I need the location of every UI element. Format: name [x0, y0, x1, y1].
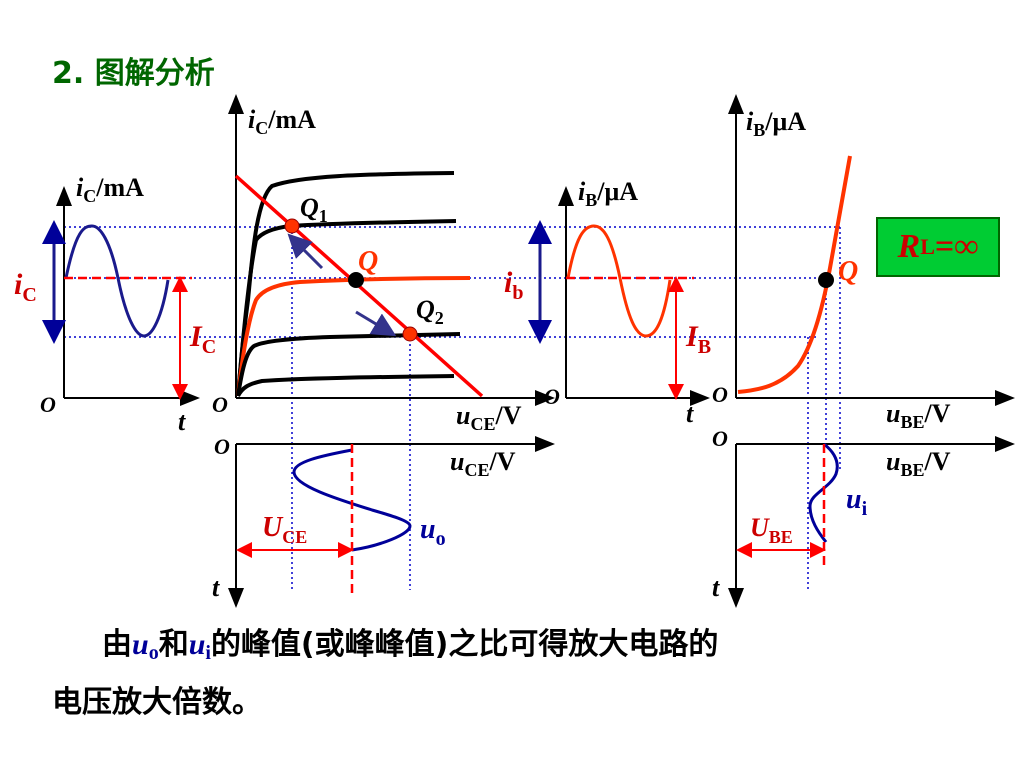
caption-text: 由uo和ui的峰值(或峰峰值)之比可得放大电路的 电压放大倍数。 — [52, 620, 952, 728]
output-x-axis-label: uCE/V — [456, 401, 522, 434]
q1-point — [284, 218, 300, 234]
UBE-dc-label: UBE — [750, 513, 793, 547]
output-characteristic-graph: iC/mA uCE/V Q1 Q Q2 O — [212, 94, 555, 434]
ui-label: ui — [846, 484, 868, 520]
uo-sine-wave — [292, 448, 412, 552]
ic-wave-label: iC — [14, 268, 37, 306]
rl-value: =∞ — [934, 228, 979, 265]
caption-ui-var: u — [188, 628, 206, 661]
output-origin: O — [212, 392, 228, 417]
q2-point — [402, 326, 418, 342]
q1-arrow — [287, 233, 324, 270]
uce-time-t-label: t — [212, 573, 220, 602]
ic-left-origin: O — [40, 392, 56, 417]
rl-symbol: R — [897, 228, 921, 265]
output-curve-3 — [236, 332, 461, 397]
ib-mid-t-label: t — [686, 399, 694, 428]
IB-dc-label: IB — [685, 320, 711, 358]
ube-time-origin: O — [712, 426, 728, 451]
output-curve-2 — [236, 219, 457, 397]
input-characteristic-graph: iB/μA Q uBE/V O — [712, 94, 1015, 432]
ib-sine-wave — [566, 224, 672, 338]
ic-left-axis-label: iC/mA — [76, 173, 144, 206]
q1-label: Q1 — [300, 193, 328, 226]
input-q-point — [818, 272, 834, 288]
uce-time-origin: O — [214, 434, 230, 459]
ic-left-t-label: t — [178, 407, 186, 436]
caption-line1-rest: 的峰值(或峰峰值)之比可得放大电路的 — [210, 627, 719, 662]
q2-label: Q2 — [416, 295, 444, 328]
input-curve — [737, 155, 852, 394]
ib-wave-label: ib — [504, 266, 523, 304]
output-curve-q — [236, 276, 471, 397]
uo-label: uo — [420, 514, 446, 550]
input-q-label: Q — [838, 256, 858, 287]
ube-time-graph: O uBE/V ui UBE t — [712, 426, 1015, 608]
page-title: 2. 图解分析 — [52, 56, 215, 91]
ic-sine-wave — [64, 224, 170, 338]
caption-prefix: 由 — [102, 627, 132, 662]
IC-dc-label: IC — [189, 320, 216, 358]
UCE-dc-label: UCE — [262, 512, 307, 547]
input-y-axis-label: iB/μA — [746, 107, 806, 140]
output-curve-4 — [236, 374, 455, 397]
ube-time-x-label: uBE/V — [886, 447, 951, 480]
output-y-axis-label: iC/mA — [248, 105, 316, 138]
ic-waveform-graph: iC/mA iC IC O t — [14, 173, 216, 436]
q2-arrow — [355, 310, 397, 337]
caption-ui-sub: i — [205, 642, 211, 664]
rl-subscript: L — [920, 234, 935, 259]
caption-uo-var: u — [132, 628, 149, 661]
ib-mid-axis-label: iB/μA — [578, 177, 638, 210]
q-label: Q — [358, 246, 378, 277]
ib-mid-origin: O — [544, 384, 560, 409]
input-origin: O — [712, 382, 728, 407]
ib-waveform-graph: iB/μA ib IB O t — [504, 177, 711, 428]
caption-uo-sub: o — [148, 642, 159, 664]
uce-time-graph: O uCE/V UCE uo t — [212, 434, 555, 608]
input-x-axis-label: uBE/V — [886, 399, 951, 432]
ui-sine-wave — [808, 442, 839, 543]
ube-time-t-label: t — [712, 573, 720, 602]
uce-time-x-label: uCE/V — [450, 447, 516, 480]
caption-and: 和 — [158, 627, 189, 662]
caption-line2: 电压放大倍数。 — [52, 685, 262, 720]
q-point — [348, 272, 364, 288]
